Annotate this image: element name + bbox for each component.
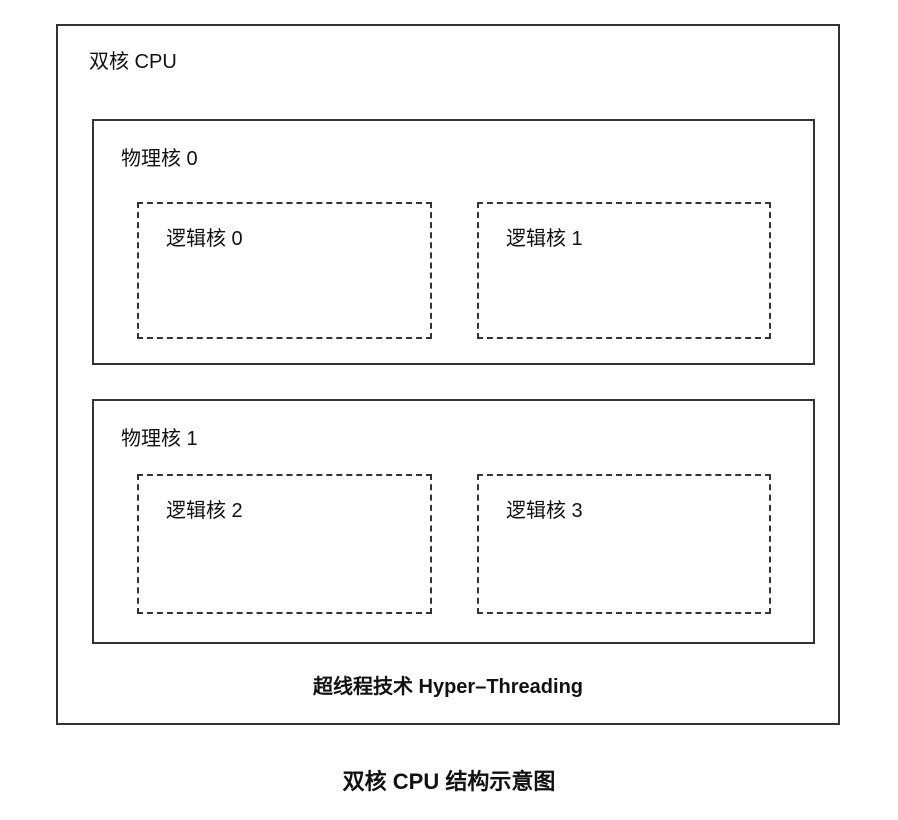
logical-core-0-label: 逻辑核 0 — [166, 228, 243, 250]
logical-core-2-box: 逻辑核 2 — [137, 474, 432, 614]
physical-core-0-box: 物理核 0 逻辑核 0 逻辑核 1 — [92, 119, 815, 365]
physical-core-1-label: 物理核 1 — [121, 428, 198, 450]
logical-core-1-box: 逻辑核 1 — [477, 202, 771, 339]
logical-core-0-box: 逻辑核 0 — [137, 202, 432, 339]
cpu-label: 双核 CPU — [89, 51, 177, 73]
physical-core-0-label: 物理核 0 — [121, 148, 198, 170]
logical-core-2-label: 逻辑核 2 — [166, 500, 243, 522]
logical-core-1-label: 逻辑核 1 — [506, 228, 583, 250]
logical-core-3-box: 逻辑核 3 — [477, 474, 771, 614]
physical-core-1-box: 物理核 1 逻辑核 2 逻辑核 3 — [92, 399, 815, 644]
cpu-outer-box: 双核 CPU 物理核 0 逻辑核 0 逻辑核 1 物理核 1 逻辑核 2 逻辑核… — [56, 24, 840, 725]
hyper-threading-label: 超线程技术 Hyper–Threading — [312, 676, 584, 698]
logical-core-3-label: 逻辑核 3 — [506, 500, 583, 522]
diagram-caption: 双核 CPU 结构示意图 — [342, 769, 556, 794]
